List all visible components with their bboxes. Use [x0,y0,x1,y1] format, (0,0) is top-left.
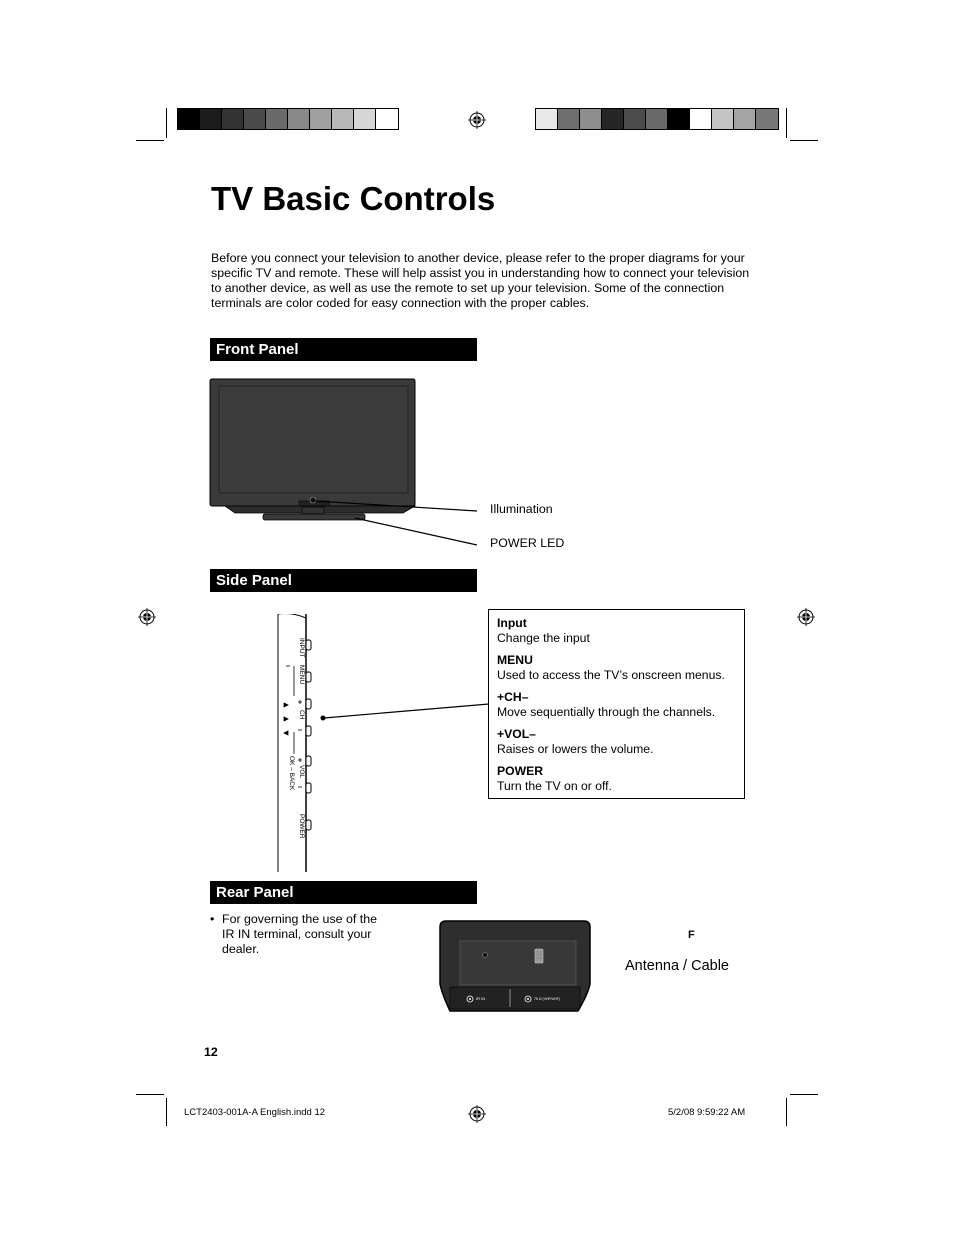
color-swatch [354,109,376,129]
label-f: F [688,929,695,941]
color-swatch [310,109,332,129]
front-panel-heading: Front Panel [210,338,477,361]
crop-mark [166,108,167,138]
side-panel-controls-box: Input Change the input MENU Used to acce… [488,609,745,799]
color-swatch [690,109,712,129]
side-panel-heading: Side Panel [210,569,477,592]
crop-mark [790,1094,818,1095]
control-name: Input [497,616,527,630]
color-swatch [266,109,288,129]
color-swatch [646,109,668,129]
color-swatch [178,109,200,129]
label-antenna-cable: Antenna / Cable [625,958,729,974]
side-button-label-power: POWER [298,814,305,839]
intro-paragraph: Before you connect your television to an… [211,251,750,310]
page-title: TV Basic Controls [211,180,496,217]
color-swatch [756,109,778,129]
registration-mark-icon [468,111,486,129]
control-name: +CH– [497,690,529,704]
label-illumination: Illumination [490,502,553,516]
side-button-label-menu: MENU [298,665,305,685]
rear-terminal-panel: IR IN 75 Ω (VHF/UHF) [439,920,591,1012]
control-item: POWER Turn the TV on or off. [497,764,736,794]
color-bar-left [177,108,399,130]
color-bar-right [535,108,779,130]
control-desc: Move sequentially through the channels. [497,705,716,719]
color-swatch [712,109,734,129]
terminal-label-ir: IR IN [476,996,485,1001]
crop-mark [136,140,164,141]
terminal-label-antenna: 75 Ω (VHF/UHF) [534,997,560,1001]
crop-mark [166,1098,167,1126]
control-desc: Change the input [497,631,590,645]
color-swatch [558,109,580,129]
color-swatch [624,109,646,129]
color-swatch [244,109,266,129]
crop-mark [136,1094,164,1095]
control-name: +VOL– [497,727,536,741]
color-swatch [668,109,690,129]
control-item: MENU Used to access the TV’s onscreen me… [497,653,736,683]
footer-file: LCT2403-001A-A English.indd 12 [184,1107,326,1118]
footer-date: 5/2/08 9:59:22 AM [668,1107,746,1118]
color-swatch [332,109,354,129]
rear-panel-note-text: For governing the use of the IR IN termi… [222,912,377,956]
registration-mark-icon [468,1105,486,1123]
side-button-label-ok-back: OK – BACK [288,756,295,791]
side-button-label-vol: VOL [298,765,305,779]
crop-mark [786,1098,787,1126]
color-swatch [376,109,398,129]
crop-mark [786,108,787,138]
rear-panel-note: • For governing the use of the IR IN ter… [210,912,380,957]
rear-panel-heading: Rear Panel [210,881,477,904]
crop-mark [790,140,818,141]
label-power-led: POWER LED [490,536,565,550]
control-name: POWER [497,764,544,778]
color-swatch [200,109,222,129]
color-swatch [288,109,310,129]
control-item: +VOL– Raises or lowers the volume. [497,727,736,757]
color-swatch [602,109,624,129]
control-desc: Turn the TV on or off. [497,779,612,793]
control-item: +CH– Move sequentially through the chann… [497,690,736,720]
control-name: MENU [497,653,533,667]
control-desc: Used to access the TV’s onscreen menus. [497,668,725,682]
control-item: Input Change the input [497,616,736,646]
color-swatch [536,109,558,129]
color-swatch [734,109,756,129]
side-button-label-ch: CH [298,710,305,720]
tv-front-illustration [209,378,478,546]
registration-mark-icon [797,608,815,626]
color-swatch [580,109,602,129]
control-desc: Raises or lowers the volume. [497,742,654,756]
registration-mark-icon [138,608,156,626]
page-number: 12 [204,1045,218,1059]
tv-side-illustration [277,614,490,872]
bullet-dot: • [210,912,215,926]
color-swatch [222,109,244,129]
